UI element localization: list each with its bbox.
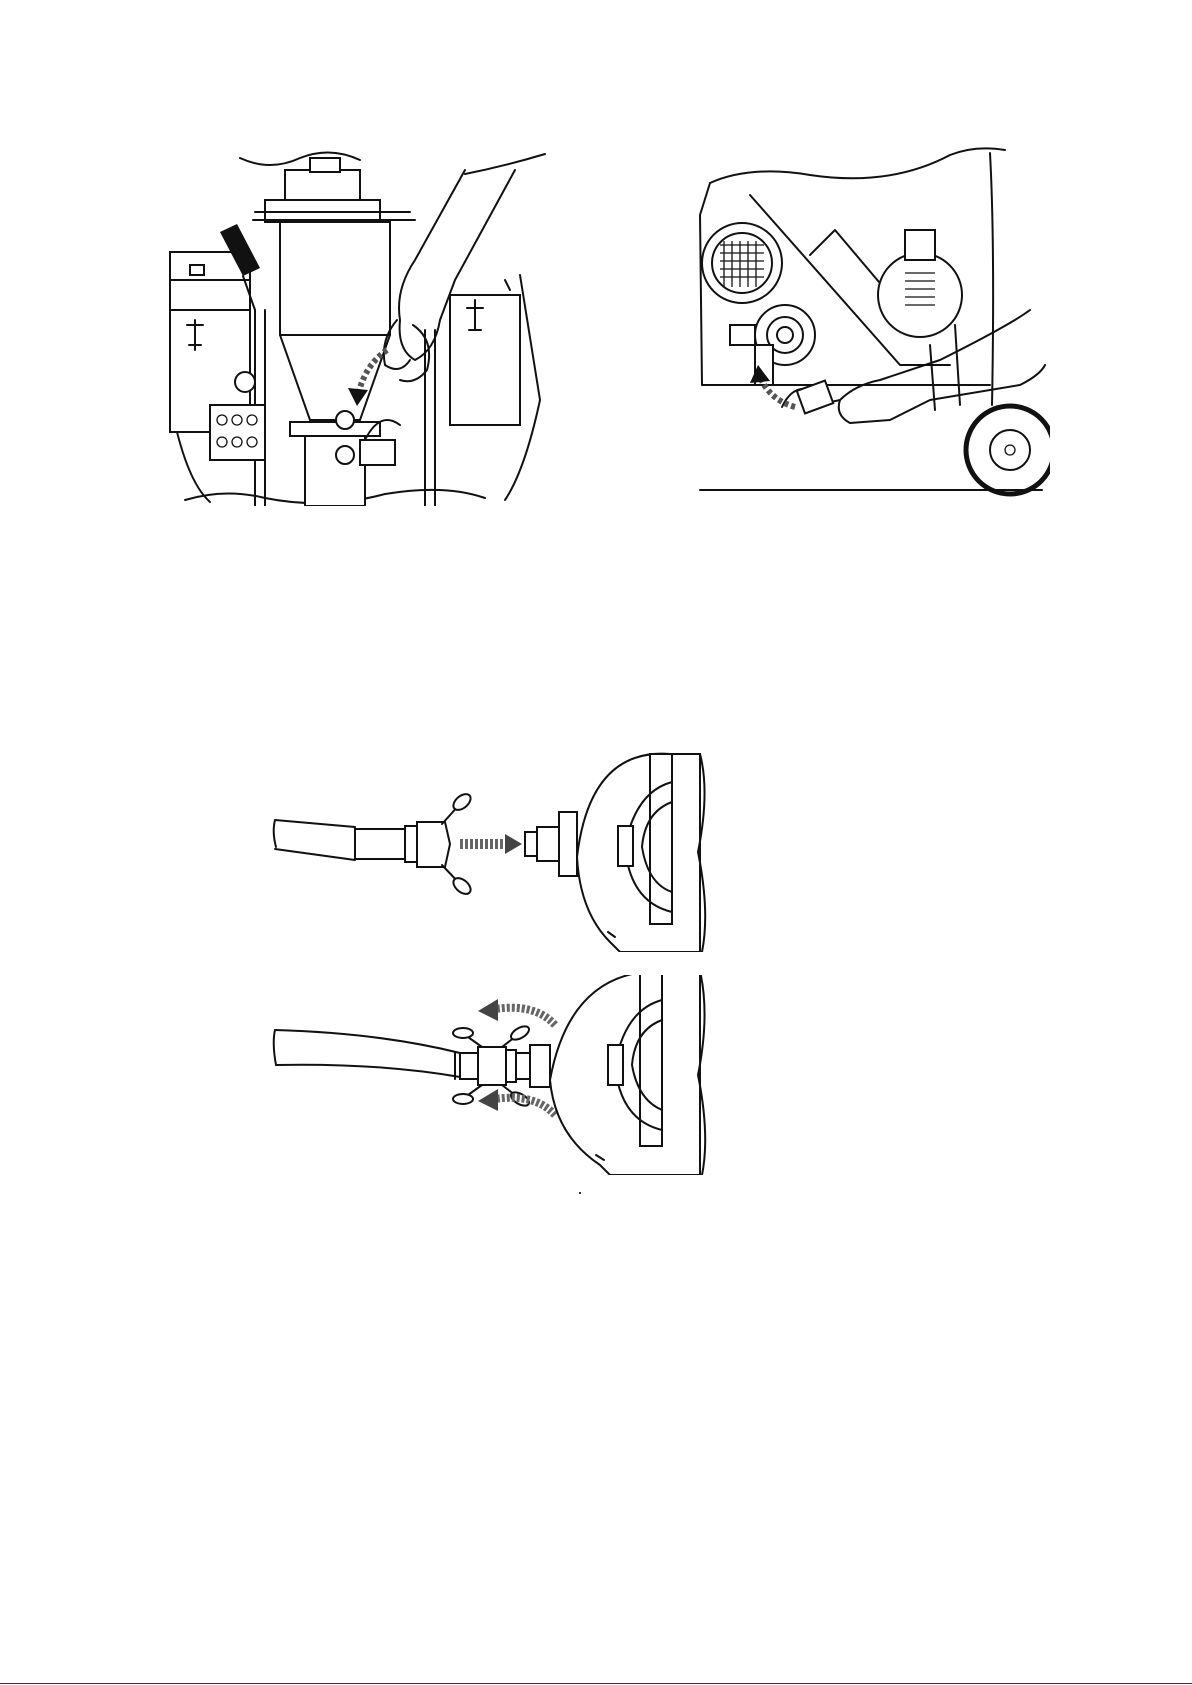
figure-hose-connect	[270, 752, 740, 952]
figure-hose-lock	[270, 975, 740, 1175]
straight-arrow-icon	[460, 834, 522, 854]
page-bottom-edge	[0, 1683, 1192, 1684]
wheel-icon	[966, 406, 1050, 494]
page-speck	[579, 1192, 581, 1194]
figure-machine-side	[690, 145, 1050, 505]
figure-hopper-outlet	[165, 150, 565, 506]
